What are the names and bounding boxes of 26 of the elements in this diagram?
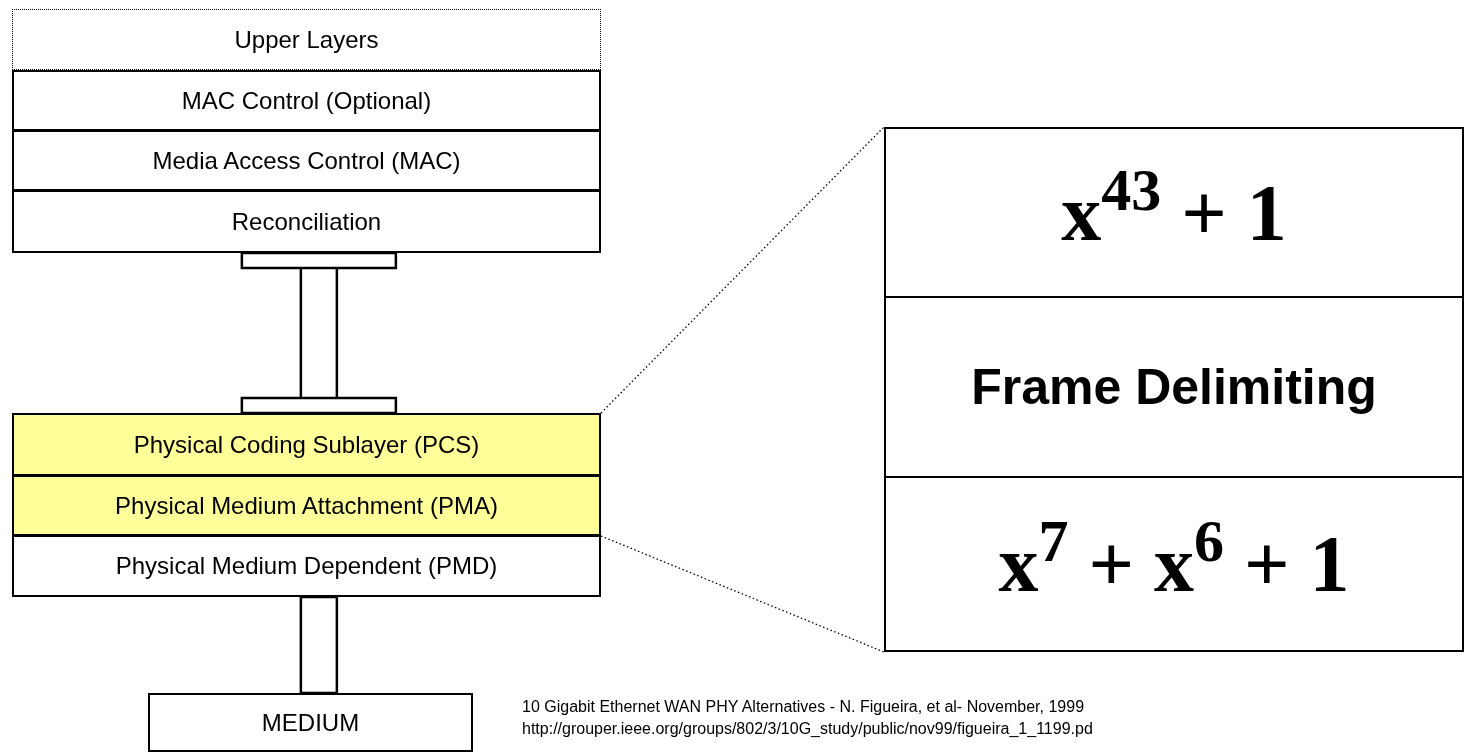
layer-box [12,413,601,476]
zoom-line [600,126,885,414]
citation-text: 10 Gigabit Ethernet WAN PHY Alternatives - N. Figueira, et al- November, 1999 [522,697,1086,717]
layer-box [12,130,601,191]
layer-label: x$^{7}$ + x$^{6}$ + 1 [998,524,1350,604]
layer-box [12,190,601,253]
layer-label: x$^{43}$ + 1 [1061,172,1287,253]
citation-text: http://grouper.ieee.org/groups/802/3/10G_study/public/nov99/figueira_1_1199.pd [522,719,1093,739]
layer-label: Physical Coding Sublayer (PCS) [133,429,480,460]
layer-label: MAC Control (Optional) [181,85,432,116]
layer-box [12,475,601,536]
layer-label: MEDIUM [261,707,360,738]
layer-label: Upper Layers [234,24,379,55]
interface-connector [299,595,339,695]
interface-connector [240,251,398,415]
layer-box [12,535,601,597]
zoom-panel [884,127,1464,652]
medium-box [148,693,473,752]
layer-label: Media Access Control (MAC) [152,145,461,176]
zoom-line [600,535,885,653]
layer-label: Frame Delimiting [971,357,1377,417]
layer-box [12,9,601,70]
layer-box [12,70,601,131]
layer-label: Physical Medium Attachment (PMA) [115,490,498,521]
layer-label: Reconciliation [231,206,382,237]
layer-label: Physical Medium Dependent (PMD) [115,551,498,581]
